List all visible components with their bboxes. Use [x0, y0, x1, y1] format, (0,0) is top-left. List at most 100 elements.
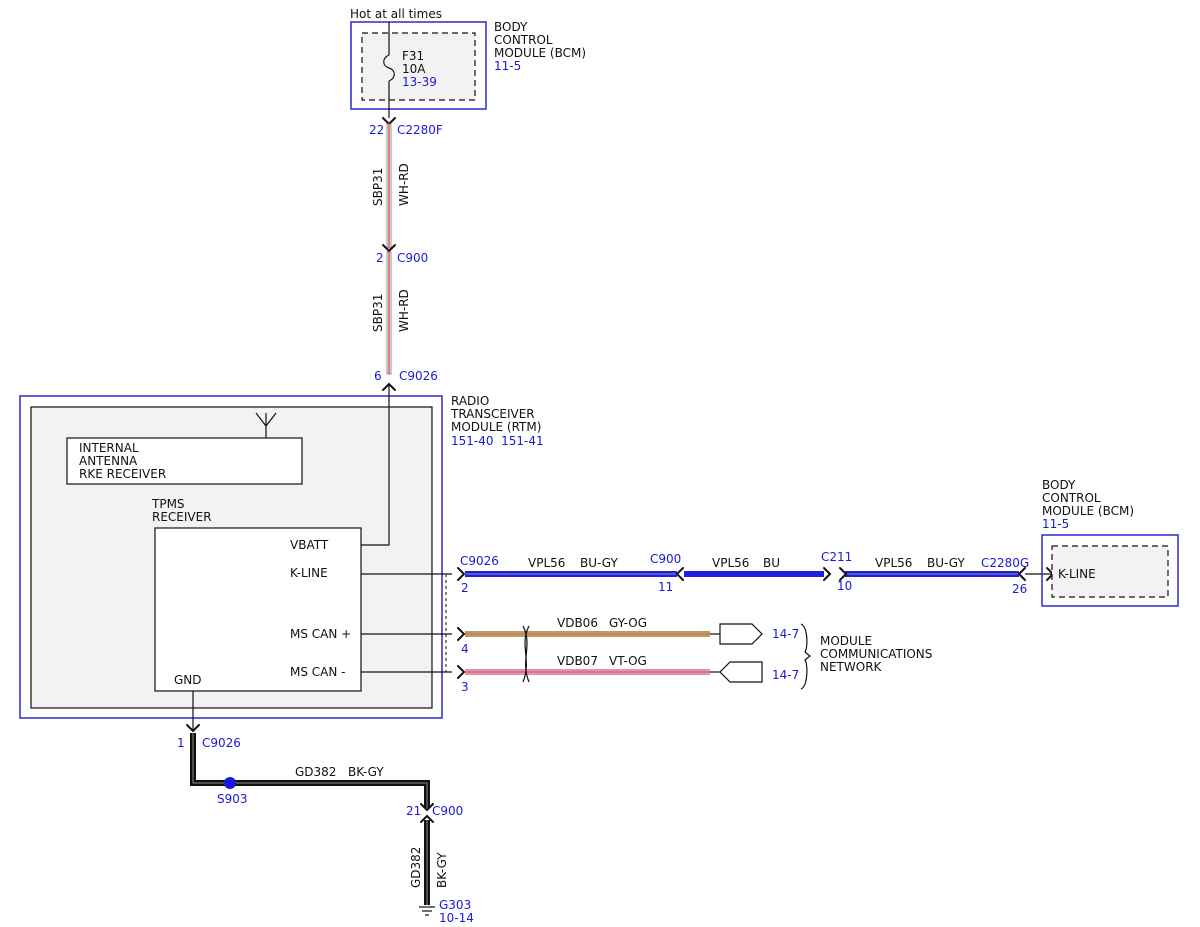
gd382-a-circuit: GD382 — [295, 765, 336, 779]
gd382-b-color: BK-GY — [435, 852, 449, 888]
tpms-line-2: RECEIVER — [152, 510, 212, 524]
vdb07-circuit: VDB07 — [557, 654, 598, 668]
pin-gnd-label: GND — [174, 673, 202, 687]
gd382-a-color: BK-GY — [348, 765, 384, 779]
network-line-1: MODULE — [820, 634, 872, 648]
c211-pin: 10 — [837, 579, 852, 593]
c9026-canm-pin: 3 — [461, 680, 469, 694]
vdb06-connector-arrow — [719, 623, 763, 645]
network-line-2: COMMUNICATIONS — [820, 647, 932, 661]
vpl56-c-color: BU-GY — [927, 556, 965, 570]
c9026-gnd-id: C9026 — [202, 736, 241, 750]
fuse-rating: 10A — [402, 62, 426, 76]
vdb06-circuit: VDB06 — [557, 616, 598, 630]
vpl56-b-circuit: VPL56 — [712, 556, 749, 570]
connector-c2280g-arrow — [1017, 567, 1026, 581]
c900-a-id: C900 — [397, 251, 428, 265]
c9026-kline-pin: 2 — [461, 581, 469, 595]
bcm-right-ref: 11-5 — [1042, 517, 1069, 531]
vdb06-ref: 14-7 — [772, 627, 799, 641]
network-line-3: NETWORK — [820, 660, 883, 674]
vpl56-a-circuit: VPL56 — [528, 556, 565, 570]
pin-mscan-plus-label: MS CAN + — [290, 627, 351, 641]
bcm-right-inner — [1051, 545, 1169, 598]
c900-kline-id: C900 — [650, 552, 681, 566]
vdb07-connector-arrow — [719, 661, 763, 683]
connector-c211-arrow-b — [839, 567, 848, 581]
splice-s903-id: S903 — [217, 792, 248, 806]
c9026-pwr-pin: 6 — [374, 369, 382, 383]
rtm-refs: 151-40 151-41 — [451, 434, 544, 448]
gd382-b-circuit: GD382 — [409, 847, 423, 888]
connector-c9026-canp-arrow — [457, 627, 466, 641]
rtm-name-3: MODULE (RTM) — [451, 420, 541, 434]
c9026-pwr-id: C9026 — [399, 369, 438, 383]
vdb06-color: GY-OG — [609, 616, 647, 630]
vdb07-ref: 14-7 — [772, 668, 799, 682]
bcm-right-name-1: BODY — [1042, 478, 1076, 492]
connector-c900-gnd-arrow-a — [420, 803, 434, 812]
connector-c9026-canm-arrow — [457, 665, 466, 679]
twisted-pair-icon-b — [522, 625, 530, 683]
bcm-top-ref: 11-5 — [494, 59, 521, 73]
vpl56-c-circuit: VPL56 — [875, 556, 912, 570]
fuse-ref: 13-39 — [402, 75, 437, 89]
pin-vbatt-label: VBATT — [290, 538, 329, 552]
c2280g-pin: 26 — [1012, 582, 1027, 596]
pin-mscan-minus-label: MS CAN - — [290, 665, 346, 679]
sbp31-a-color: WH-RD — [397, 163, 411, 206]
sbp31-b-color: WH-RD — [397, 289, 411, 332]
c9026-canp-pin: 4 — [461, 642, 469, 656]
rtm-name-2: TRANSCEIVER — [450, 407, 535, 421]
vbatt-internal-line — [361, 384, 390, 546]
bcm-top-name-3: MODULE (BCM) — [494, 46, 586, 60]
ground-g303-ref: 10-14 — [439, 911, 474, 925]
connector-c9026-kline-arrow — [457, 567, 466, 581]
bcm-top-name-1: BODY — [494, 20, 528, 34]
connector-c2280f-arrow — [382, 117, 396, 126]
connector-c900-gnd-arrow-b — [420, 814, 434, 823]
vpl56-a-color: BU-GY — [580, 556, 618, 570]
c211-id: C211 — [821, 550, 852, 564]
bcm-right-pin-label: K-LINE — [1058, 567, 1096, 581]
fuse-id: F31 — [402, 49, 424, 63]
ground-g303-id: G303 — [439, 898, 471, 912]
vpl56-b-color: BU — [763, 556, 780, 570]
c900-gnd-id: C900 — [432, 804, 463, 818]
sbp31-b-circuit: SBP31 — [371, 294, 385, 332]
c900-a-pin: 2 — [376, 251, 384, 265]
tpms-receiver-box — [154, 527, 362, 692]
network-brace — [800, 623, 811, 690]
pin-kline-label: K-LINE — [290, 566, 328, 580]
connector-c9026-gnd-arrow — [186, 724, 200, 733]
antenna-line-2: ANTENNA — [79, 454, 138, 468]
bcm-top-name-2: CONTROL — [494, 33, 553, 47]
antenna-icon — [255, 412, 277, 427]
connector-c900-kline-arrow — [675, 567, 684, 581]
c900-kline-pin: 11 — [658, 580, 673, 594]
c9026-gnd-pin: 1 — [177, 736, 185, 750]
antenna-line-1: INTERNAL — [79, 441, 139, 455]
wire-gd382-a-stripe — [192, 733, 428, 808]
antenna-box — [66, 437, 303, 485]
splice-s903-dot — [224, 777, 236, 789]
connector-c900-a-arrow — [382, 244, 396, 253]
rtm-name-1: RADIO — [451, 394, 489, 408]
bcm-top-box — [350, 21, 487, 110]
wire-vpl56-b — [684, 571, 824, 577]
power-label: Hot at all times — [350, 7, 442, 21]
c9026-kline-id: C9026 — [460, 554, 499, 568]
connector-c211-arrow — [823, 567, 832, 581]
twisted-pair-icon — [522, 625, 530, 683]
antenna-line-3: RKE RECEIVER — [79, 467, 166, 481]
bcm-right-name-3: MODULE (BCM) — [1042, 504, 1134, 518]
c2280g-id: C2280G — [981, 556, 1029, 570]
sbp31-a-circuit: SBP31 — [371, 168, 385, 206]
bcm-right-box — [1041, 534, 1179, 607]
c900-gnd-pin: 21 — [406, 804, 421, 818]
fuse-symbol — [383, 54, 395, 82]
vdb07-color: VT-OG — [609, 654, 647, 668]
bcm-right-name-2: CONTROL — [1042, 491, 1101, 505]
tpms-line-1: TPMS — [151, 497, 185, 511]
